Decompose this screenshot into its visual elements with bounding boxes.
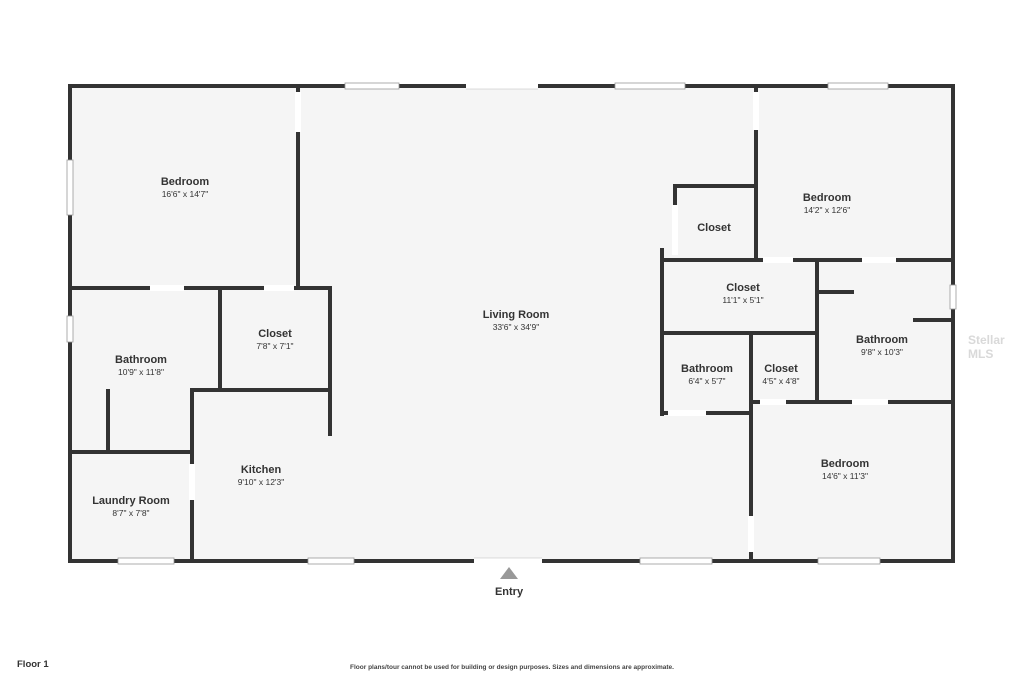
room-name: Bedroom	[803, 192, 852, 204]
room-dimensions: 14'6" x 11'3"	[822, 471, 868, 481]
openings	[150, 83, 896, 564]
entry-arrow-icon	[500, 567, 518, 579]
room-name: Bedroom	[161, 176, 210, 188]
room-name: Kitchen	[241, 464, 282, 476]
room-name: Closet	[726, 282, 760, 294]
room-dimensions: 14'2" x 12'6"	[804, 205, 851, 215]
room-name: Living Room	[483, 309, 550, 321]
room-name: Closet	[697, 222, 731, 234]
floor-label: Floor 1	[17, 659, 49, 670]
room-name: Bathroom	[856, 334, 908, 346]
windows	[66, 82, 957, 565]
room-name: Bathroom	[115, 354, 167, 366]
room-labels: Bedroom 16'6" x 14'7" Living Room 33'6" …	[92, 176, 908, 518]
room-dimensions: 6'4" x 5'7"	[688, 376, 725, 386]
room-name: Laundry Room	[92, 495, 170, 507]
room-name: Bathroom	[681, 363, 733, 375]
room-dimensions: 9'8" x 10'3"	[861, 347, 903, 357]
room-dimensions: 7'8" x 7'1"	[256, 341, 293, 351]
room-name: Closet	[764, 363, 798, 375]
opening-edges	[466, 88, 542, 559]
floor-area	[70, 86, 953, 561]
room-name: Closet	[258, 328, 292, 340]
room-dimensions: 4'5" x 4'8"	[762, 376, 799, 386]
room-dimensions: 11'1" x 5'1"	[722, 295, 763, 305]
room-name: Bedroom	[821, 458, 870, 470]
room-dimensions: 8'7" x 7'8"	[112, 508, 149, 518]
room-dimensions: 33'6" x 34'9"	[493, 322, 540, 332]
room-dimensions: 9'10" x 12'3"	[238, 477, 285, 487]
disclaimer: Floor plans/tour cannot be used for buil…	[350, 664, 674, 671]
room-dimensions: 10'9" x 11'8"	[118, 367, 164, 377]
watermark: Stellar MLS	[968, 333, 1005, 361]
entry-label: Entry	[495, 586, 524, 598]
room-dimensions: 16'6" x 14'7"	[162, 189, 209, 199]
